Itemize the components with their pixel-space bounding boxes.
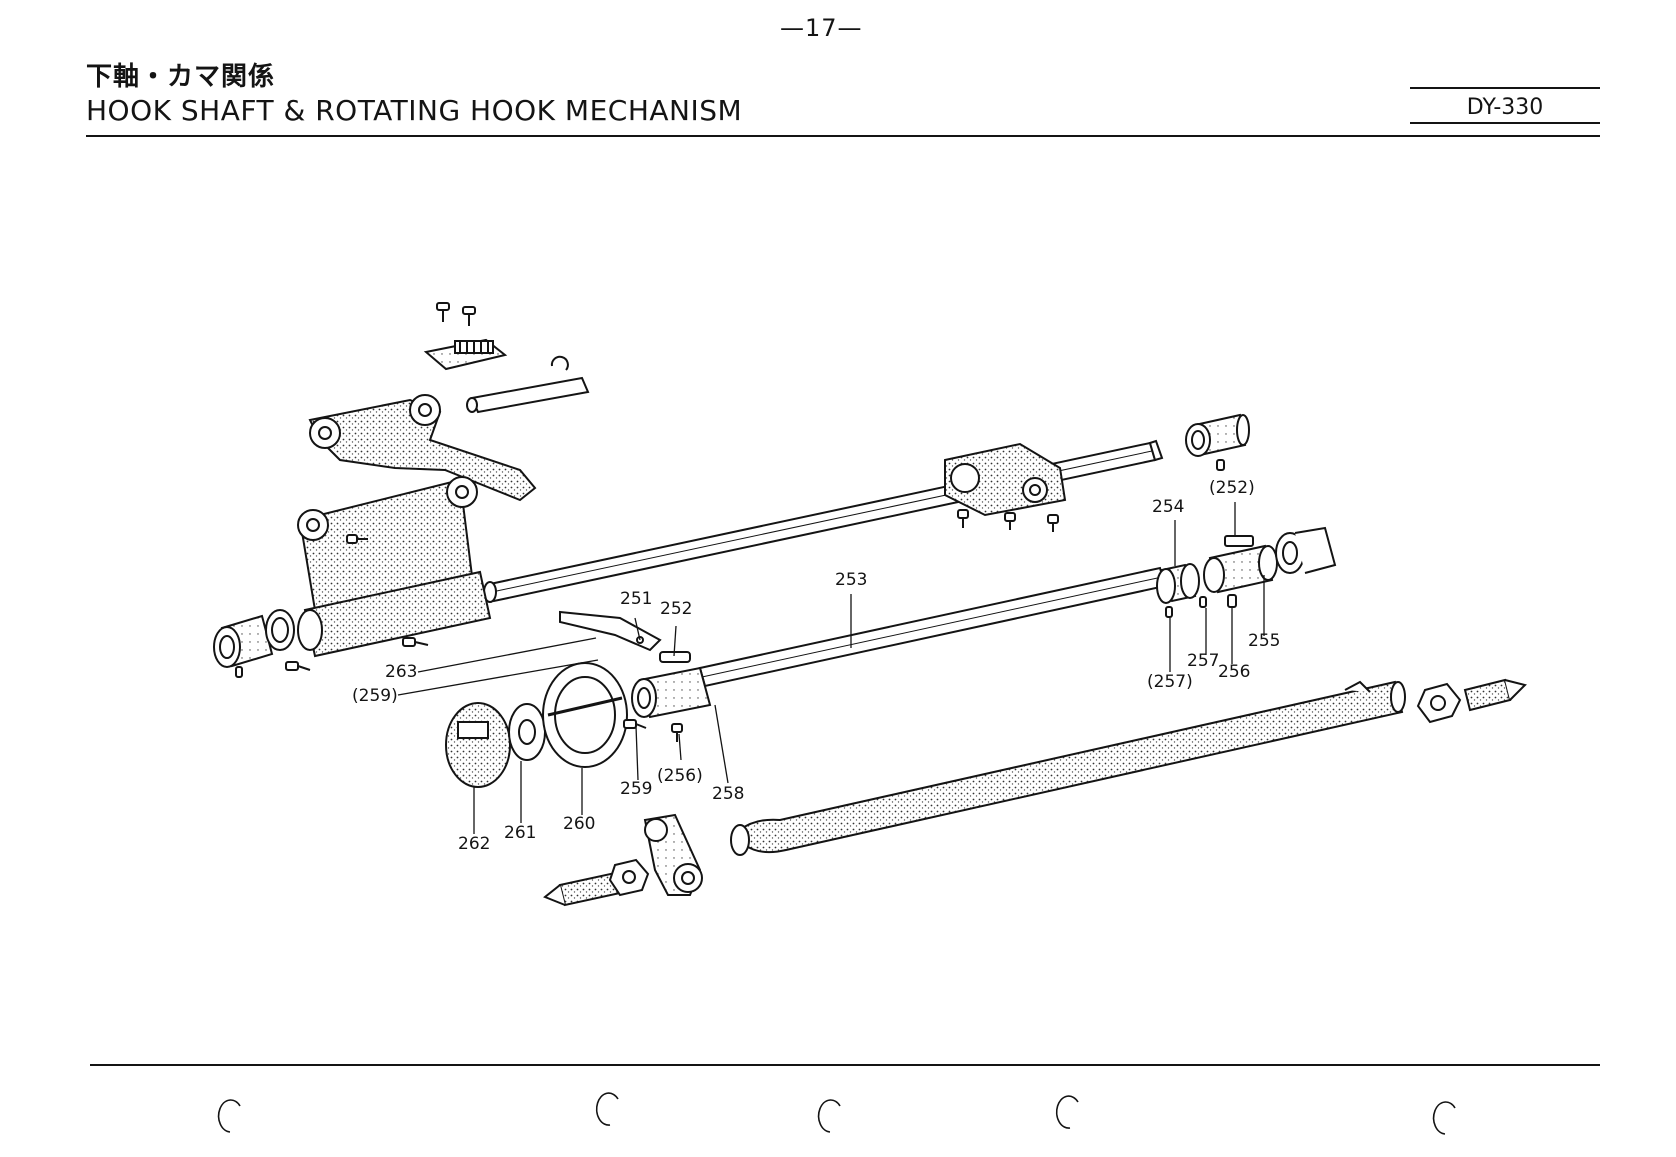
set-screw-257b — [1166, 607, 1172, 617]
set-screw-257 — [1200, 597, 1206, 607]
gear-255 — [1204, 536, 1277, 592]
screw-top-right — [463, 307, 475, 326]
feed-rod — [731, 682, 1405, 855]
oil-plate-251 — [560, 612, 660, 650]
label-255: 255 — [1248, 631, 1280, 651]
crank-fork — [645, 815, 702, 895]
feed-dog — [426, 340, 505, 369]
nut-right — [1418, 684, 1460, 722]
part-labels: 251 252 253 254 (252) 255 256 257 (257) … — [352, 478, 1280, 854]
screw-259 — [624, 720, 646, 728]
label-257b: (257) — [1147, 672, 1193, 692]
key-252 — [660, 652, 690, 662]
bobbin-case-262 — [446, 703, 510, 787]
crank-block — [945, 444, 1065, 515]
rotating-hook-260 — [543, 663, 627, 767]
hook-drive-collar — [632, 668, 710, 717]
screw-top-left — [437, 303, 449, 322]
retaining-clip — [552, 357, 568, 370]
feed-forked-arm — [310, 395, 535, 500]
bushing-left — [214, 616, 272, 667]
adjust-screw-right — [1465, 680, 1525, 710]
crank-screws — [958, 510, 1058, 532]
label-258: 258 — [712, 784, 744, 804]
label-261: 261 — [504, 823, 536, 843]
label-256b: (256) — [657, 766, 703, 786]
short-shaft — [467, 378, 588, 412]
leader-lines — [398, 502, 1264, 834]
label-251: 251 — [620, 589, 652, 609]
bevel-gear — [1276, 528, 1335, 573]
set-screw-252b — [1217, 460, 1224, 470]
collar-left — [266, 610, 294, 650]
footer-rule — [90, 1064, 1600, 1066]
screw-lower-2 — [286, 662, 310, 670]
label-254: 254 — [1152, 497, 1184, 517]
label-263: 263 — [385, 662, 417, 682]
hook-shaft — [700, 568, 1165, 686]
label-257: 257 — [1187, 651, 1219, 671]
label-262: 262 — [458, 834, 490, 854]
label-253: 253 — [835, 570, 867, 590]
upper-long-shaft — [484, 441, 1162, 602]
label-260: 260 — [563, 814, 595, 834]
bushing-top-right — [1186, 415, 1249, 456]
binder-holes — [219, 1093, 1455, 1134]
label-252b: (252) — [1209, 478, 1255, 498]
label-256: 256 — [1218, 662, 1250, 682]
collar-254 — [1157, 564, 1199, 603]
label-259: 259 — [620, 779, 652, 799]
set-screw-left — [236, 667, 242, 677]
adjust-screw-left — [545, 873, 620, 905]
nut-left — [610, 860, 648, 895]
bobbin-261 — [509, 704, 545, 760]
label-252: 252 — [660, 599, 692, 619]
screw-256 — [1228, 595, 1236, 607]
label-259b: (259) — [352, 686, 398, 706]
screw-256b — [672, 724, 682, 742]
screw-lower-1 — [403, 638, 428, 646]
